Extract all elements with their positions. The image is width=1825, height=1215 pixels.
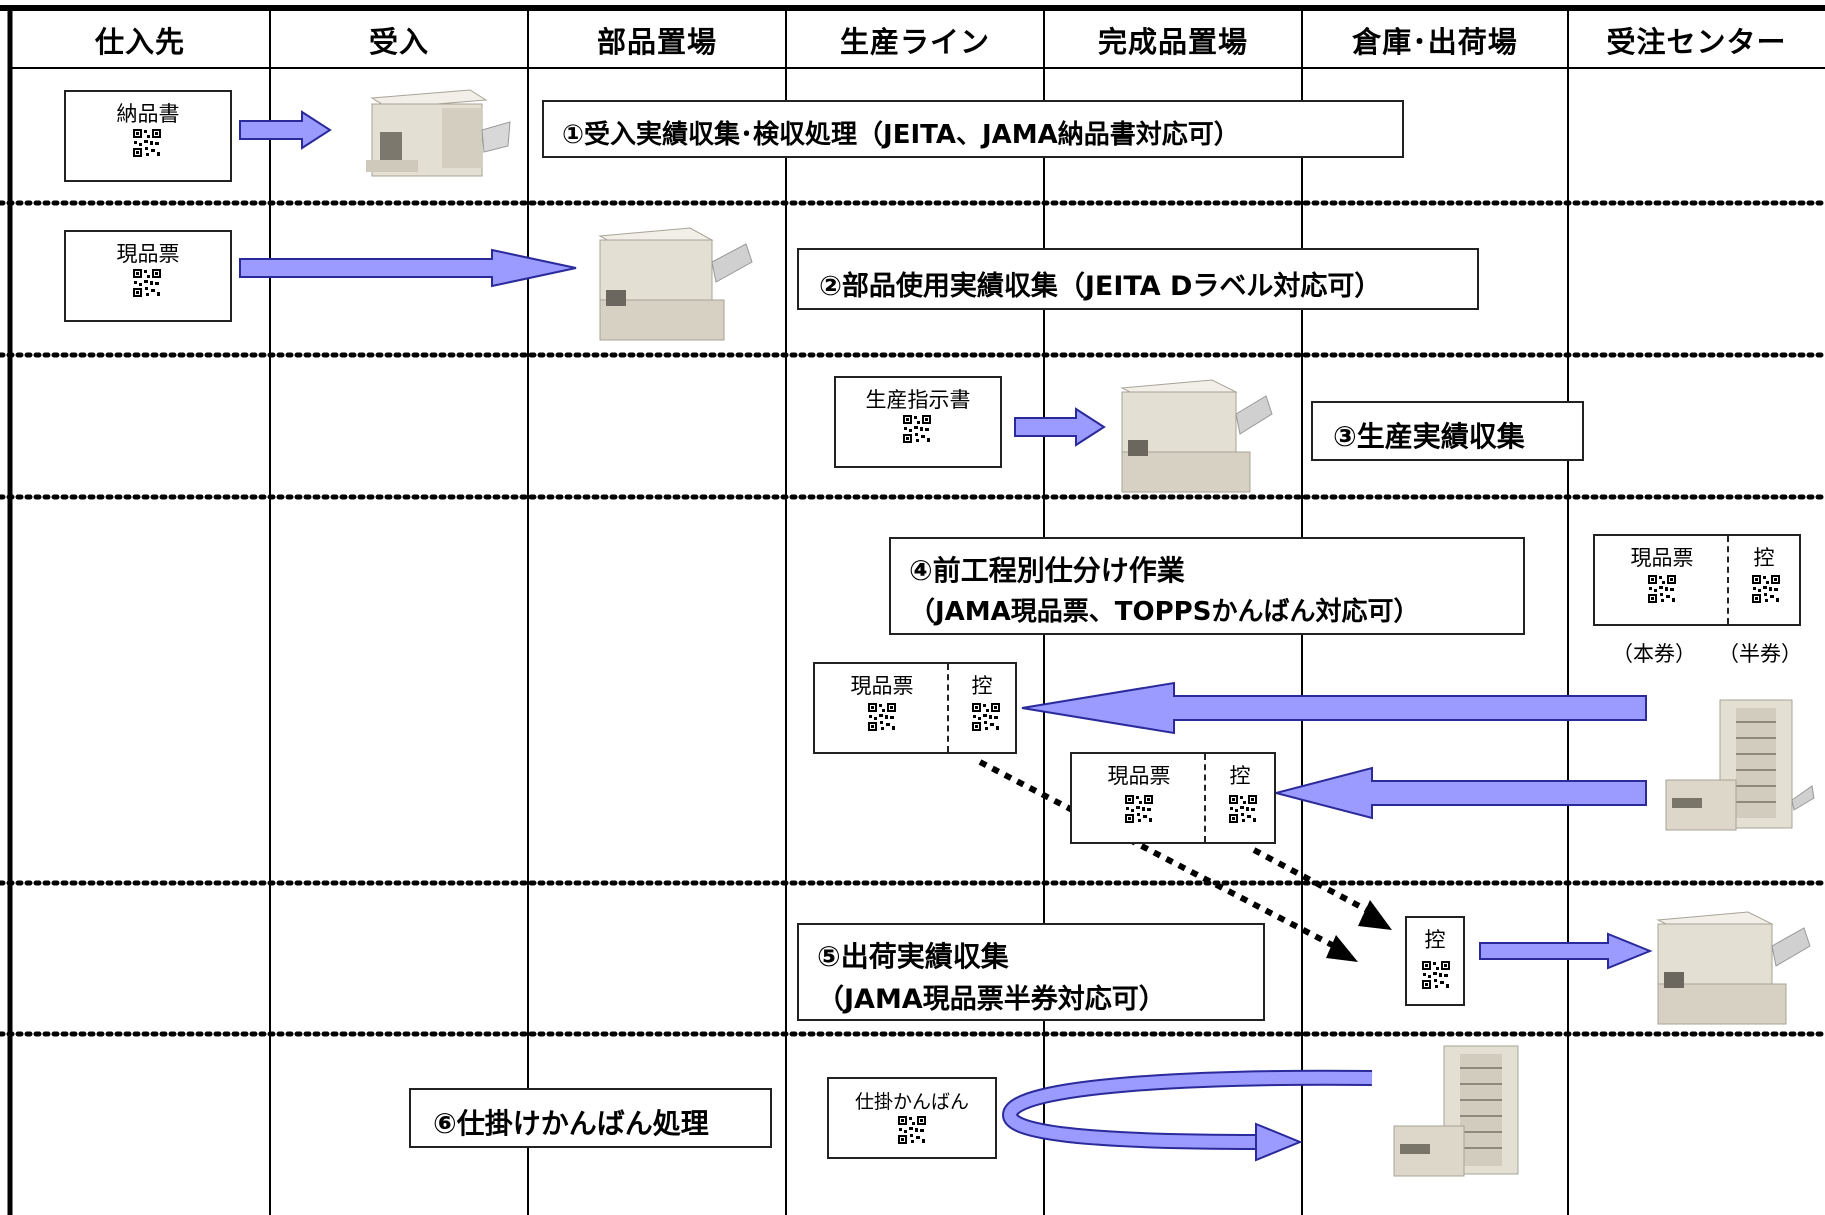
arrow-nouhinsho-to-reader bbox=[239, 110, 332, 150]
stub-title: 控 bbox=[1424, 928, 1446, 952]
stub-title: 控 bbox=[1753, 546, 1775, 570]
qr-code-icon bbox=[902, 414, 932, 444]
dotted-arrow-fg-to-ship bbox=[1252, 847, 1380, 919]
sorter-machine-icon bbox=[1393, 1045, 1519, 1177]
dotted-arrowhead bbox=[1358, 900, 1392, 930]
document-shikake-kanban: 仕掛かんばん bbox=[827, 1077, 997, 1159]
step4-subtitle: （JAMA現品票、TOPPSかんばん対応可） bbox=[909, 597, 1420, 627]
row-separators bbox=[0, 200, 1825, 1037]
qr-code-icon bbox=[1124, 794, 1154, 824]
stub-divider bbox=[947, 664, 949, 752]
header-receiving: 受入 bbox=[368, 25, 429, 59]
sorter-machine-icon bbox=[1665, 699, 1815, 831]
loop-arrow bbox=[1001, 1069, 1373, 1162]
step5-subtitle: （JAMA現品票半券対応可） bbox=[817, 984, 1166, 1015]
document-title: 現品票 bbox=[116, 242, 180, 266]
step5-title: ⑤出荷実績収集 bbox=[817, 940, 1009, 973]
document-title: 生産指示書 bbox=[865, 388, 971, 412]
header-order-center: 受注センター bbox=[1606, 25, 1787, 59]
step4-title: ④前工程別仕分け作業 bbox=[909, 554, 1185, 587]
qr-code-icon bbox=[132, 128, 162, 158]
document-genpinhyo: 現品票 bbox=[64, 230, 232, 322]
qr-code-icon bbox=[897, 1115, 927, 1145]
qr-code-icon bbox=[1228, 794, 1258, 824]
step2-text: ②部品使用実績収集（JEITA Dラベル対応可） bbox=[819, 271, 1382, 302]
document-fg-genpinhyo: 現品票 控 bbox=[1070, 752, 1276, 844]
step5-label: ⑤出荷実績収集 （JAMA現品票半券対応可） bbox=[797, 923, 1265, 1021]
step6-text: ⑥仕掛けかんばん処理 bbox=[433, 1107, 709, 1140]
qr-code-icon bbox=[1421, 960, 1451, 990]
qr-code-icon bbox=[1647, 574, 1677, 604]
stub-divider bbox=[1727, 536, 1729, 624]
hanken-label: （半券） bbox=[1718, 642, 1802, 666]
header-warehouse-shipping: 倉庫･出荷場 bbox=[1352, 25, 1518, 59]
arrow-shijisho-to-reader bbox=[1014, 407, 1106, 447]
step1-label: ①受入実績収集･検収処理（JEITA、JAMA納品書対応可） bbox=[542, 100, 1404, 158]
honken-label: （本券） bbox=[1612, 642, 1696, 666]
arrow-genpinhyo-to-parts bbox=[239, 248, 577, 288]
dotted-diagonal-arrows bbox=[978, 759, 1380, 951]
arrow-ship-to-reader bbox=[1479, 932, 1653, 970]
step4-label: ④前工程別仕分け作業 （JAMA現品票、TOPPSかんばん対応可） bbox=[889, 537, 1525, 635]
reader-machine-icon bbox=[1120, 379, 1273, 493]
document-title: 現品票 bbox=[1630, 546, 1694, 570]
flow-arrows bbox=[239, 110, 1653, 970]
arrow-center-to-line bbox=[1021, 681, 1647, 735]
reader-machine-icon bbox=[598, 227, 753, 341]
step6-label: ⑥仕掛けかんばん処理 bbox=[409, 1088, 772, 1148]
qr-code-icon bbox=[971, 702, 1001, 732]
header-supplier: 仕入先 bbox=[94, 25, 185, 59]
stub-title: 控 bbox=[1229, 764, 1251, 788]
document-title: 現品票 bbox=[1107, 764, 1171, 788]
step1-text: ①受入実績収集･検収処理（JEITA、JAMA納品書対応可） bbox=[562, 120, 1240, 150]
document-title: 納品書 bbox=[116, 102, 180, 126]
qr-code-icon bbox=[132, 268, 162, 298]
document-line-genpinhyo: 現品票 控 bbox=[813, 662, 1017, 754]
step3-label: ③生産実績収集 bbox=[1311, 401, 1584, 461]
qr-code-icon bbox=[1751, 574, 1781, 604]
document-title: 現品票 bbox=[850, 674, 914, 698]
header-finished-goods: 完成品置場 bbox=[1097, 25, 1248, 59]
stub-title: 控 bbox=[971, 674, 993, 698]
reader-machine-icon bbox=[1656, 911, 1811, 1025]
dotted-arrow-line-to-ship bbox=[978, 759, 1340, 951]
step3-text: ③生産実績収集 bbox=[1333, 420, 1525, 453]
document-ship-stub: 控 bbox=[1405, 916, 1465, 1006]
arrow-center-to-fg bbox=[1272, 766, 1647, 820]
header-parts-storage: 部品置場 bbox=[596, 25, 717, 59]
step2-label: ②部品使用実績収集（JEITA Dラベル対応可） bbox=[797, 248, 1479, 310]
document-center-genpinhyo: 現品票 控 bbox=[1593, 534, 1801, 626]
reader-machine-icon bbox=[366, 89, 511, 177]
document-title: 仕掛かんばん bbox=[854, 1091, 969, 1113]
header-production-line: 生産ライン bbox=[839, 25, 990, 59]
document-nouhinsho: 納品書 bbox=[64, 90, 232, 182]
document-seisan-shijisho: 生産指示書 bbox=[834, 376, 1002, 468]
stub-divider bbox=[1204, 754, 1206, 842]
dotted-arrowhead bbox=[1326, 935, 1358, 962]
qr-code-icon bbox=[867, 702, 897, 732]
